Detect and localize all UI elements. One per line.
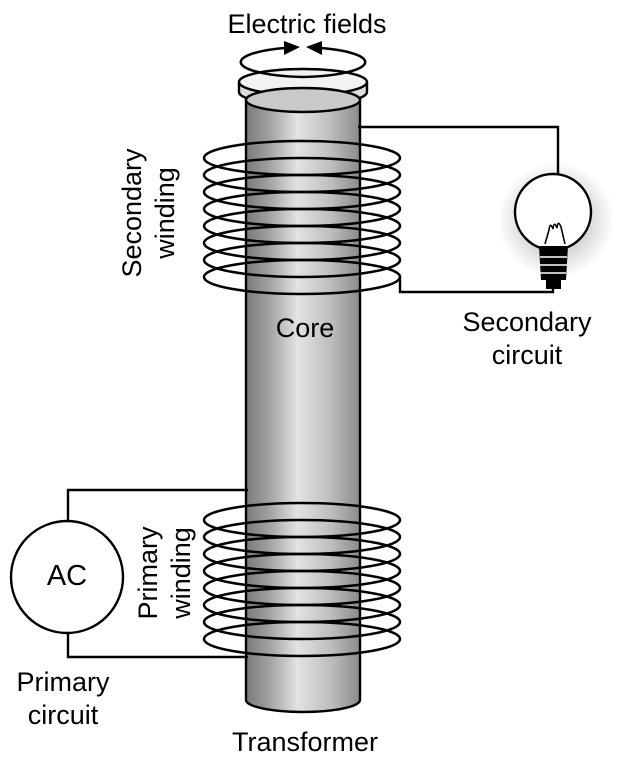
light-bulb-icon <box>498 162 614 289</box>
secondary-winding-label: Secondary winding <box>117 148 180 278</box>
ac-source-label: AC <box>46 560 88 592</box>
primary-winding-coil <box>202 501 402 658</box>
secondary-wire-bottom <box>398 277 555 294</box>
bulb-base <box>539 246 568 280</box>
bulb-base-nub <box>546 280 561 289</box>
primary-winding-label: Primary winding <box>133 526 196 620</box>
winding-turn <box>202 258 402 296</box>
rotation-arrows-icon <box>239 41 367 79</box>
winding-turn <box>202 241 402 279</box>
winding-turn <box>202 620 402 658</box>
bulb-filament <box>544 222 566 245</box>
transformer-label: Transformer <box>231 727 379 757</box>
secondary-winding-coil <box>202 139 402 296</box>
primary-wire-bottom <box>66 633 248 659</box>
winding-turn <box>202 603 402 641</box>
core-cylinder <box>237 67 369 714</box>
primary-circuit-label: Primary circuit <box>16 667 110 730</box>
ac-source-icon <box>9 519 125 635</box>
electric-fields-label: Electric fields <box>227 9 387 39</box>
primary-wire-top <box>66 488 248 521</box>
core-top-ellipse <box>244 86 362 114</box>
secondary-circuit-label: Secondary circuit <box>462 307 592 370</box>
core-label: Core <box>275 313 335 343</box>
bulb-glass <box>513 172 593 252</box>
secondary-wire-top <box>358 125 560 178</box>
